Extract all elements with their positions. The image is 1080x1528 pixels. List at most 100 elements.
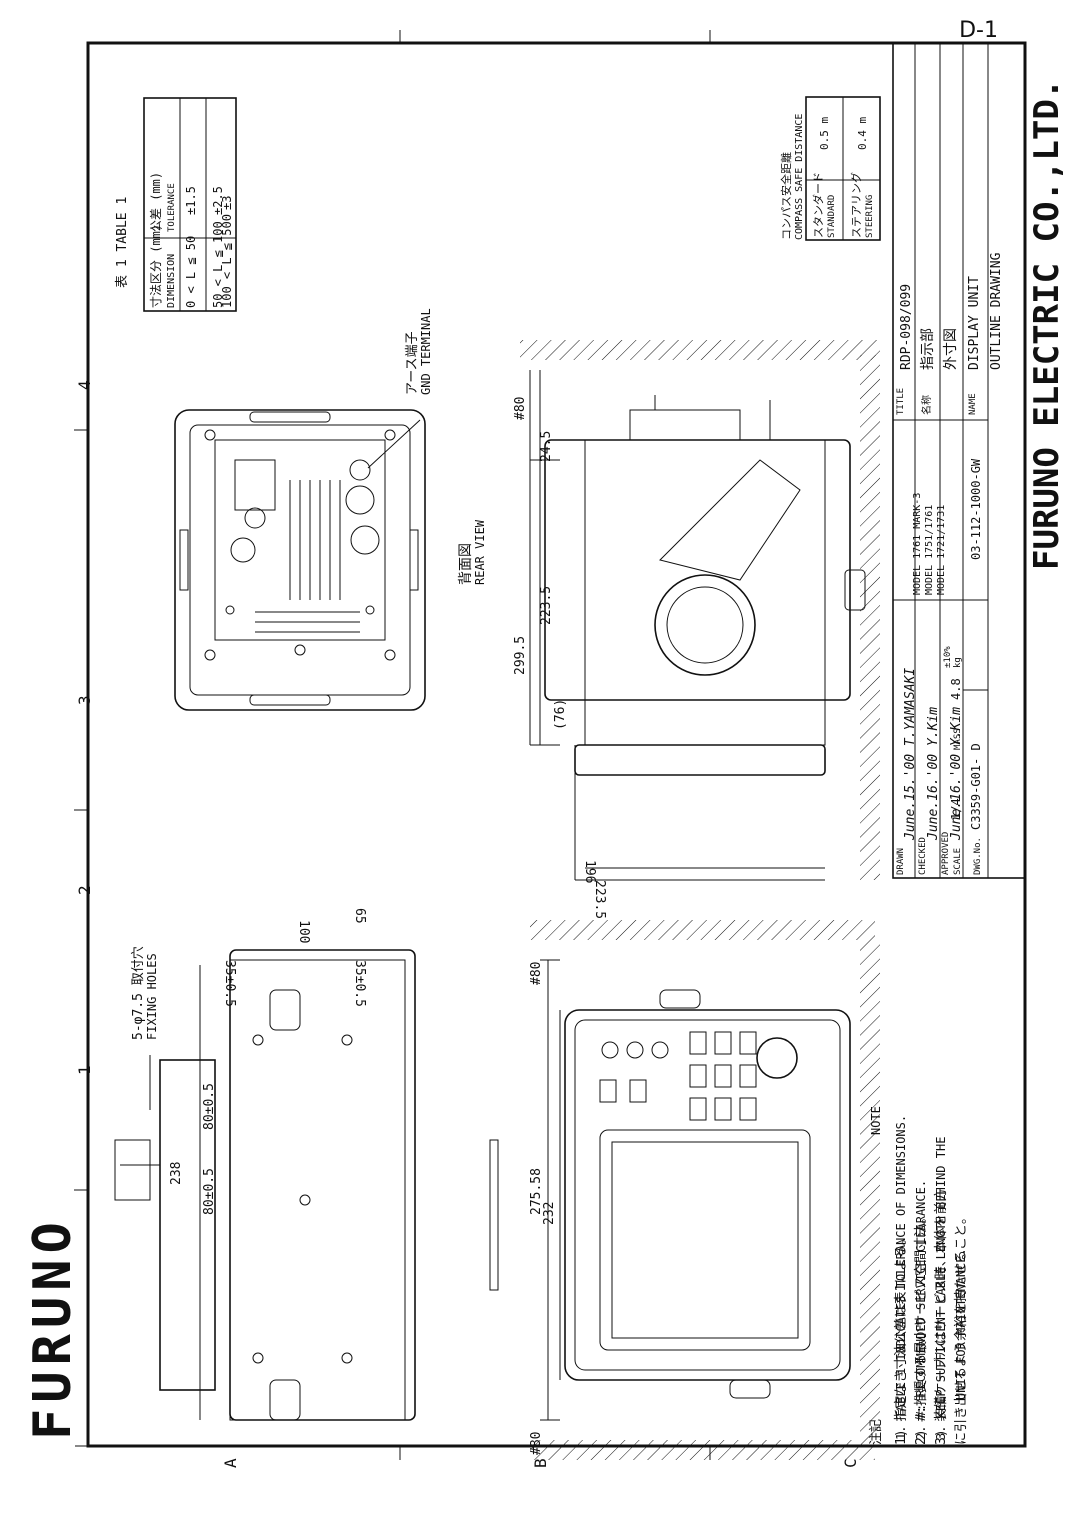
- fixing-holes-label-jp: 5-φ7.5 取付穴: [131, 946, 146, 1040]
- svg-text:MASS: MASS: [953, 728, 963, 750]
- side-view-drawing: (76) 299.5 223.5 24.5 #80 196 223.5: [513, 340, 880, 919]
- svg-text:#80: #80: [529, 1432, 544, 1455]
- svg-text:2) #:推奨する最小サービス空間寸法。: 2) #:推奨する最小サービス空間寸法。: [914, 1211, 929, 1445]
- rear-view-drawing: アース端子 GND TERMINAL 背面図 REAR VIEW: [174, 308, 487, 711]
- svg-text:50 < L ≦ 100: 50 < L ≦ 100: [211, 221, 225, 308]
- svg-text:80±0.5: 80±0.5: [202, 1083, 217, 1130]
- svg-text:MODEL 1761 MARK-3: MODEL 1761 MARK-3: [912, 493, 923, 595]
- svg-text:±10%: ±10%: [943, 646, 953, 668]
- grid-col-2: 2: [75, 885, 94, 895]
- svg-text:±2.5: ±2.5: [211, 186, 225, 215]
- svg-text:0 < L ≦ 50: 0 < L ≦ 50: [184, 236, 198, 308]
- svg-text:RDP-098/099: RDP-098/099: [899, 284, 914, 370]
- grid-col-4: 4: [75, 380, 94, 390]
- furuno-logo: FURUNO: [23, 1216, 83, 1440]
- svg-text:3. KEEP SUFFICIENT CABLE LENGT: 3. KEEP SUFFICIENT CABLE LENGTH BEHIND T…: [934, 1137, 948, 1440]
- svg-text:1/4: 1/4: [949, 798, 963, 820]
- svg-text:kg: kg: [953, 657, 963, 668]
- svg-text:35±0.5: 35±0.5: [352, 960, 367, 1007]
- top-view-drawing: 238 80±0.5 80±0.5 35±0.5 35±0.5 100 65 5…: [114, 908, 416, 1421]
- svg-text:80±0.5: 80±0.5: [202, 1168, 217, 1215]
- svg-text:223.5: 223.5: [592, 880, 607, 919]
- svg-text:#80: #80: [513, 397, 528, 420]
- svg-text:0.5 m: 0.5 m: [818, 117, 831, 150]
- svg-text:STEERING: STEERING: [865, 195, 875, 238]
- svg-text:C3359-G01- D: C3359-G01- D: [969, 743, 983, 830]
- notes-japanese: 注記 1) 指定なき寸法公差は表1による。 2) #:推奨する最小サービス空間寸…: [868, 1188, 969, 1445]
- svg-text:指示部: 指示部: [920, 328, 936, 370]
- svg-text:0.4 m: 0.4 m: [856, 117, 869, 150]
- grid-ticks: [74, 30, 711, 1460]
- svg-text:DISPLAY UNIT: DISPLAY UNIT: [967, 276, 982, 370]
- gnd-terminal-label-jp: アース端子: [405, 331, 420, 395]
- svg-text:DWG.No.: DWG.No.: [973, 837, 983, 875]
- svg-text:±3: ±3: [220, 196, 234, 210]
- svg-text:238: 238: [169, 1162, 184, 1185]
- grid-col-3: 3: [75, 695, 94, 705]
- svg-text:June.15.'00 T.YAMASAKI: June.15.'00 T.YAMASAKI: [903, 668, 918, 841]
- svg-text:寸法区分 (mm): 寸法区分 (mm): [149, 224, 163, 308]
- svg-text:TITLE: TITLE: [896, 388, 906, 415]
- svg-text:名称: 名称: [920, 395, 933, 415]
- svg-text:4.8: 4.8: [949, 678, 963, 700]
- rear-view-label-en: REAR VIEW: [473, 519, 487, 585]
- svg-text:196: 196: [582, 860, 597, 883]
- compass-safe-distance-table: コンパス安全距離 COMPASS SAFE DISTANCE スタンダード ST…: [779, 96, 881, 241]
- svg-text:COMPASS SAFE DISTANCE: COMPASS SAFE DISTANCE: [794, 114, 805, 240]
- grid-row-C: C: [841, 1458, 860, 1468]
- tolerance-table-title: 表 1 TABLE 1: [115, 197, 130, 288]
- grid-col-1: 1: [75, 1065, 94, 1075]
- svg-text:275.58: 275.58: [529, 1168, 544, 1215]
- svg-text:ステアリング: ステアリング: [849, 172, 863, 238]
- svg-text:24.5: 24.5: [539, 431, 554, 462]
- title-block: DRAWN June.15.'00 T.YAMASAKI CHECKED Jun…: [892, 42, 1026, 879]
- svg-text:299.5: 299.5: [513, 636, 528, 675]
- svg-text:2. #: RECOMMENDED SERVICE CLEA: 2. #: RECOMMENDED SERVICE CLEARANCE.: [914, 1180, 928, 1440]
- rear-view-label-jp: 背面図: [458, 543, 474, 585]
- svg-text:1. TABLE 1 INDICATES TOLERANCE: 1. TABLE 1 INDICATES TOLERANCE OF DIMENS…: [894, 1115, 908, 1440]
- svg-text:MODEL 1721/1731: MODEL 1721/1731: [936, 505, 947, 595]
- svg-text:±1.5: ±1.5: [184, 186, 198, 215]
- svg-text:June.16.'00 Y.Kim: June.16.'00 Y.Kim: [949, 707, 964, 841]
- svg-text:100: 100: [296, 920, 311, 943]
- svg-text:100 < L ≦ 500: 100 < L ≦ 500: [220, 214, 234, 308]
- svg-text:NAME: NAME: [968, 393, 978, 415]
- svg-text:03-112-1000-GW: 03-112-1000-GW: [969, 458, 983, 560]
- page-number: D-1: [959, 18, 998, 43]
- svg-text:3) 装備ケーブルはサービス時、本体を前方: 3) 装備ケーブルはサービス時、本体を前方: [933, 1188, 949, 1445]
- svg-text:公差 (mm): 公差 (mm): [149, 172, 163, 232]
- svg-text:DIMENSION: DIMENSION: [166, 254, 177, 308]
- tolerance-table: 表 1 TABLE 1 寸法区分 (mm) DIMENSION 公差 (mm) …: [115, 97, 237, 312]
- svg-text:DRAWN: DRAWN: [896, 848, 906, 875]
- svg-text:NOTE: NOTE: [869, 1106, 883, 1135]
- svg-text:TOLERANCE: TOLERANCE: [167, 183, 177, 232]
- svg-text:232: 232: [542, 1202, 557, 1225]
- grid-row-A: A: [221, 1458, 240, 1468]
- company-name: FURUNO ELECTRIC CO.,LTD.: [1027, 79, 1067, 570]
- svg-text:注記: 注記: [868, 1419, 884, 1445]
- svg-text:UNIT FOR MAINTENANCE.: UNIT FOR MAINTENANCE.: [954, 1248, 968, 1400]
- gnd-terminal-label-en: GND TERMINAL: [419, 308, 433, 395]
- grid-labels: 1 2 3 4 A B C: [75, 380, 860, 1468]
- svg-text:外寸図: 外寸図: [943, 328, 959, 370]
- grid-row-B: B: [531, 1458, 550, 1468]
- svg-text:1) 指定なき寸法公差は表1による。: 1) 指定なき寸法公差は表1による。: [894, 1232, 909, 1445]
- svg-text:コンパス安全距離: コンパス安全距離: [779, 152, 793, 240]
- svg-text:STANDARD: STANDARD: [827, 195, 837, 238]
- svg-text:OUTLINE DRAWING: OUTLINE DRAWING: [989, 252, 1004, 370]
- notes-english: NOTE 1. TABLE 1 INDICATES TOLERANCE OF D…: [869, 1106, 968, 1440]
- svg-text:65: 65: [352, 908, 367, 924]
- svg-text:#80: #80: [529, 962, 544, 985]
- front-view-drawing: 275.58 232 #80 #80: [269, 920, 880, 1460]
- svg-text:(76): (76): [553, 699, 568, 730]
- svg-text:スタンダード: スタンダード: [811, 172, 825, 238]
- svg-text:223.5: 223.5: [539, 586, 554, 625]
- fixing-holes-label-en: FIXING HOLES: [145, 953, 159, 1040]
- svg-text:に引き出せるよう余裕を持たせること。: に引き出せるよう余裕を持たせること。: [953, 1211, 969, 1445]
- svg-text:SCALE: SCALE: [953, 848, 963, 875]
- svg-text:MODEL 1751/1761: MODEL 1751/1761: [924, 505, 935, 595]
- svg-text:35±0.5: 35±0.5: [222, 960, 237, 1007]
- svg-text:APPROVED: APPROVED: [941, 832, 951, 875]
- svg-text:June.16.'00 Y.Kim: June.16.'00 Y.Kim: [926, 707, 941, 841]
